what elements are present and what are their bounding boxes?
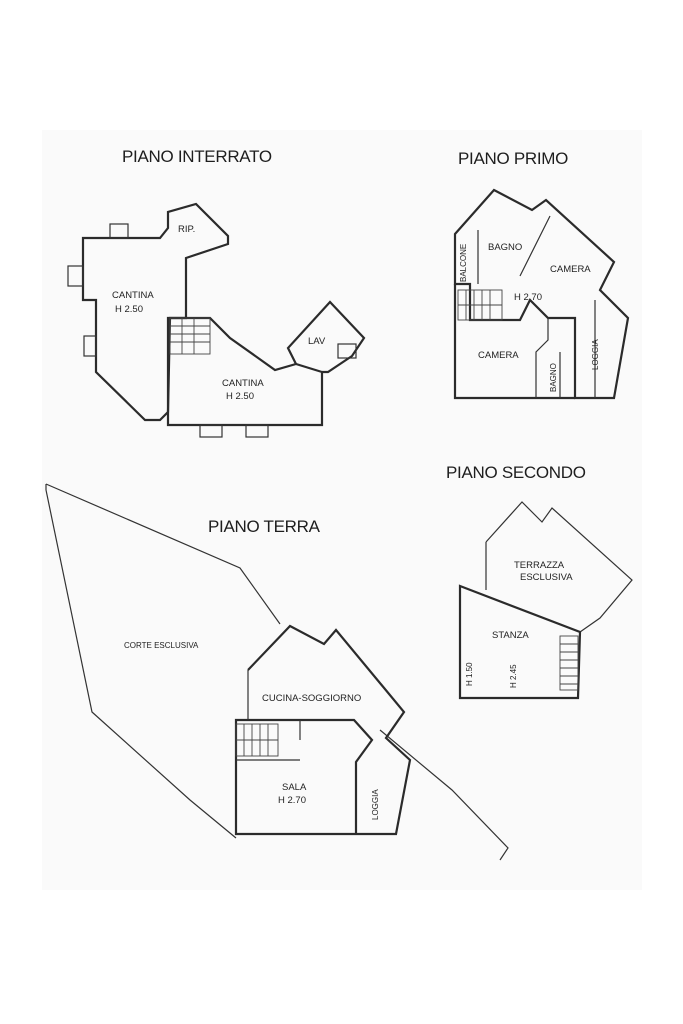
plan-piano-terra: PIANO TERRA CORTE ESCLUSIVA CUCINA-SOGGI… — [45, 483, 509, 861]
room-height: H 2.50 — [226, 391, 254, 402]
secondo-stair — [559, 635, 579, 691]
interrato-window — [199, 424, 223, 438]
interrato-window — [83, 335, 97, 357]
room-label: LAV — [308, 336, 326, 347]
room-height: H 2.45 — [509, 664, 518, 688]
scan-background — [42, 130, 642, 890]
title-piano-interrato: PIANO INTERRATO — [122, 147, 272, 166]
interrato-window — [109, 223, 129, 239]
room-label: CANTINA — [112, 290, 154, 301]
interrato-stair — [169, 317, 211, 355]
plan-piano-primo: PIANO PRIMO BALCONE BAGNO CAMERA H 2.70 … — [453, 149, 630, 400]
title-piano-terra: PIANO TERRA — [208, 517, 321, 536]
room-label: LOGGIA — [371, 789, 380, 820]
interrato-window — [245, 424, 269, 438]
room-label: CAMERA — [550, 264, 591, 275]
room-height: H 2.70 — [278, 795, 306, 806]
room-label: STANZA — [492, 630, 529, 641]
corte-boundary — [45, 483, 281, 839]
corte-boundary-right — [379, 729, 509, 861]
room-label: SALA — [282, 782, 307, 793]
terra-walls — [234, 624, 412, 836]
primo-inner-walls — [477, 215, 596, 398]
room-label: BALCONE — [459, 244, 468, 282]
room-label: TERRAZZA — [514, 560, 565, 571]
room-height: H 2.70 — [514, 292, 542, 303]
room-label: BAGNO — [488, 242, 522, 253]
plan-piano-interrato: PIANO INTERRATO RIP. CANTINA H 2.50 CANT… — [67, 147, 366, 438]
interrato-window — [67, 265, 84, 287]
primo-lower-walls — [453, 284, 575, 400]
room-label: LOGGIA — [591, 339, 600, 370]
interrato-window — [337, 343, 357, 359]
primo-stair — [457, 289, 503, 321]
terra-inner-walls — [236, 670, 301, 761]
room-label: CAMERA — [478, 350, 519, 361]
terra-stair — [235, 723, 279, 757]
room-label: CUCINA-SOGGIORNO — [262, 693, 361, 704]
room-height: H 1.50 — [465, 662, 474, 686]
room-label: RIP. — [178, 224, 195, 235]
room-label: BAGNO — [549, 363, 558, 392]
room-label: CORTE ESCLUSIVA — [124, 641, 199, 650]
interrato-right-walls — [166, 316, 324, 427]
room-label: CANTINA — [222, 378, 264, 389]
room-height: H 2.50 — [115, 304, 143, 315]
plan-piano-secondo: PIANO SECONDO TERRAZZA ESCLUSIVA STANZA … — [446, 463, 633, 700]
title-piano-primo: PIANO PRIMO — [458, 149, 568, 168]
secondo-walls — [458, 584, 582, 700]
secondo-terrace-outline — [485, 501, 633, 633]
room-label: ESCLUSIVA — [520, 572, 573, 583]
interrato-lav-walls — [286, 300, 366, 374]
title-piano-secondo: PIANO SECONDO — [446, 463, 586, 482]
